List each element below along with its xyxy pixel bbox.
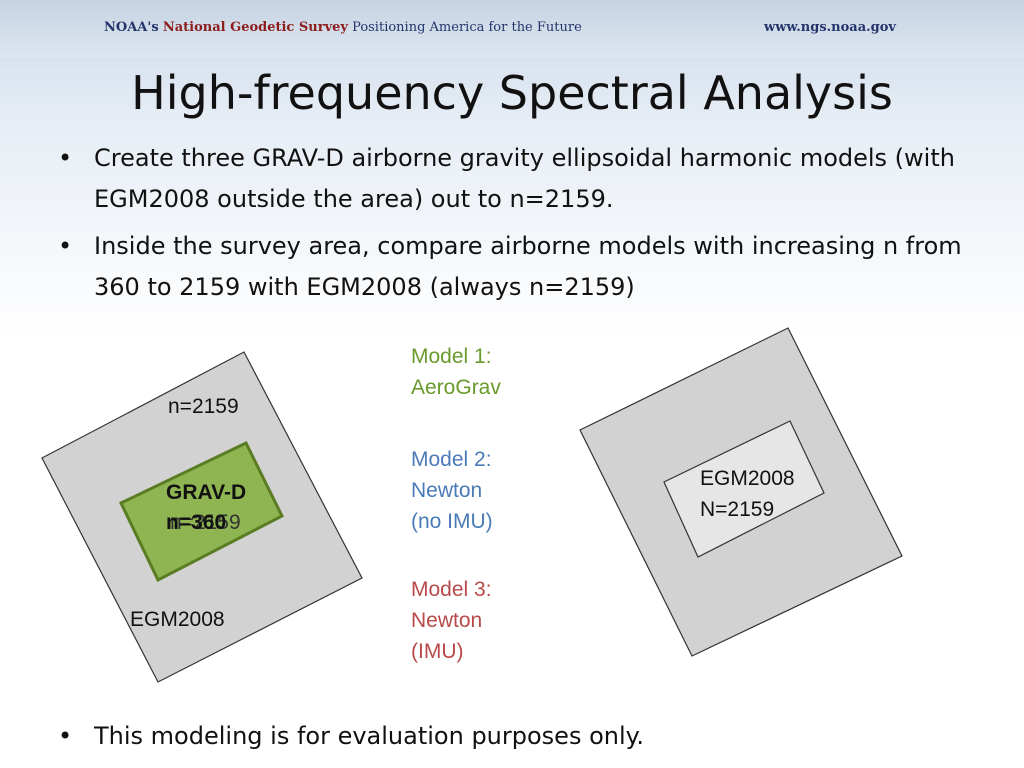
bullet-item: • Inside the survey area, compare airborn… <box>58 226 978 308</box>
gravd-box <box>118 441 284 583</box>
model-3-label: Model 3: Newton (IMU) <box>411 574 492 667</box>
model-2-title: Model 2: <box>411 448 492 471</box>
model-1-label: Model 1: AeroGrav <box>411 341 501 403</box>
model-2-note: (no IMU) <box>411 510 493 533</box>
bullet-icon: • <box>58 232 73 260</box>
bullet-text: Inside the survey area, compare airborne… <box>94 232 962 301</box>
left-outer-name: EGM2008 <box>130 608 225 631</box>
right-inner-box <box>663 420 825 558</box>
model-3-name: Newton <box>411 609 483 632</box>
bullet-text: This modeling is for evaluation purposes… <box>94 722 645 750</box>
bullet-icon: • <box>58 144 73 172</box>
left-outer-label: n=2159 <box>168 395 239 418</box>
model-1-title: Model 1: <box>411 345 492 368</box>
footer-bullet-list: • This modeling is for evaluation purpose… <box>58 716 978 757</box>
model-2-name: Newton <box>411 479 483 502</box>
bullet-icon: • <box>58 722 73 750</box>
slide-title: High-frequency Spectral Analysis <box>131 66 893 120</box>
model-3-note: (IMU) <box>411 640 464 663</box>
website-link[interactable]: www.ngs.noaa.gov <box>764 20 896 35</box>
right-inner-label: EGM2008 N=2159 <box>700 463 795 525</box>
model-2-label: Model 2: Newton (no IMU) <box>411 444 493 537</box>
org-brand: NOAA's National Geodetic Survey Position… <box>104 20 582 35</box>
gravd-label: GRAV-D <box>166 481 247 504</box>
right-inner-line1: EGM2008 <box>700 467 795 490</box>
bullet-list: • Create three GRAV-D airborne gravity el… <box>58 138 978 314</box>
bullet-item: • Create three GRAV-D airborne gravity el… <box>58 138 978 220</box>
header-bar <box>0 0 1024 58</box>
model-3-title: Model 3: <box>411 578 492 601</box>
bullet-text: Create three GRAV-D airborne gravity ell… <box>94 144 955 213</box>
model-1-name: AeroGrav <box>411 376 501 399</box>
org-tagline: Positioning America for the Future <box>352 20 582 35</box>
org-prefix: NOAA's <box>104 20 159 35</box>
bullet-item: • This modeling is for evaluation purpose… <box>58 716 978 757</box>
gravd-n-overlay-a: n=360 <box>166 511 227 534</box>
org-name: National Geodetic Survey <box>162 20 348 35</box>
gravd-n-overlay-b: n=2159 <box>170 511 241 534</box>
right-inner-line2: N=2159 <box>700 498 775 521</box>
